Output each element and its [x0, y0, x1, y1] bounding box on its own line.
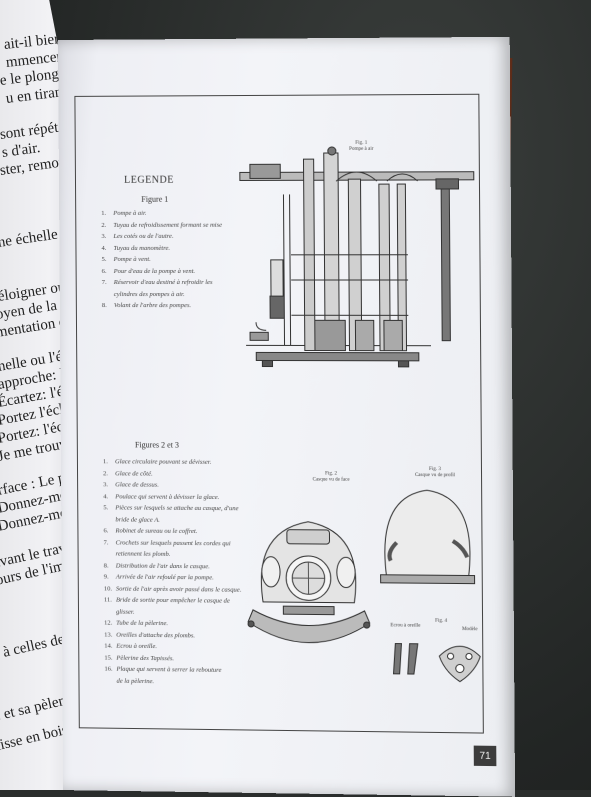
- legend-item-number: 13.: [104, 631, 116, 638]
- legend-item-number: 2.: [103, 470, 115, 477]
- legend-item-number: 1.: [101, 210, 113, 217]
- legend-item-text: Arrivée de l'air refoulé par la pompe.: [116, 574, 214, 582]
- legend-item-text: de la pèlerine.: [117, 677, 155, 684]
- fig4-caption: Ecrou à oreille: [385, 623, 426, 629]
- legend-item-number: 7.: [104, 539, 116, 546]
- legend-item-number: 14.: [104, 643, 116, 650]
- legend-item-text: Sortie de l'air après avoir passé dans l…: [116, 585, 242, 593]
- legend-item-text: Tuyau du manomètre.: [113, 244, 170, 251]
- legend-item-text: Pompe à vent.: [114, 256, 151, 263]
- fig5-caption: Fig. 4: [431, 619, 451, 625]
- legend-item-number: 1.: [103, 458, 115, 465]
- legend-item-text: Ecrou à oreille.: [116, 643, 157, 650]
- legend-item-number: 6.: [102, 267, 114, 274]
- legend-item-text: Oreilles d'attache des plombs.: [116, 631, 195, 639]
- legend-item: 2.Glace de côté.: [103, 470, 274, 483]
- legend-item-text: Pour d'eau de la pompe à vent.: [114, 267, 195, 274]
- legend-item-text: retiennent les plomb.: [116, 550, 171, 557]
- legend-item-number: 9.: [104, 573, 116, 580]
- legend-item-text: Crochets sur lesquels passent les cordes…: [116, 539, 231, 547]
- legend-item-number: 3.: [101, 233, 113, 240]
- figure1-label: Figure 1: [141, 195, 168, 204]
- legend-item-number: 5.: [103, 504, 115, 511]
- model-part-drawing: [434, 636, 486, 687]
- wing-nut-drawing: [387, 638, 428, 679]
- legend-item-number: 8.: [104, 562, 116, 569]
- legend-item-text: bride de glace A.: [115, 516, 160, 523]
- legend-item-text: cylindres des pompes à air.: [114, 291, 185, 298]
- helmet-side-drawing: [376, 482, 479, 594]
- legend-item-text: Pompe à air.: [113, 210, 146, 217]
- legend-item-number: 4.: [103, 493, 115, 500]
- legend-item-text: Pèlerine des Tapissés.: [116, 654, 174, 662]
- legend-item-text: Distribution de l'air dans le casque.: [116, 562, 210, 570]
- legend-item-text: Glace de côté.: [115, 470, 153, 477]
- right-page: LEGENDE Figure 1 1.Pompe à air.2.Tuyau d…: [58, 37, 515, 797]
- legend-item-number: 7.: [102, 279, 114, 286]
- legend-item-number: 6.: [103, 527, 115, 534]
- fig6-caption: Modèle: [454, 627, 485, 633]
- legend-title: LEGENDE: [124, 175, 174, 186]
- legend-item-number: 16.: [104, 666, 116, 673]
- helmet-front-drawing: [242, 511, 375, 653]
- legend-item-text: Pièces sur lesquels se attache au casque…: [115, 504, 238, 512]
- legend-item-number: 5.: [102, 256, 114, 263]
- legend-item-text: Glace de dessus.: [115, 481, 159, 488]
- legend-item-number: 15.: [104, 654, 116, 661]
- legend-item-text: Réservoir d'eau destiné à refroidir les: [114, 279, 213, 286]
- legend-item-text: Volant de l'arbre des pompes.: [114, 302, 191, 309]
- legend-item: de la pèlerine.: [104, 677, 275, 691]
- legend-item-text: Glace circulaire pouvant se dévisser.: [115, 458, 211, 466]
- legend-item: 1.Glace circulaire pouvant se dévisser.: [103, 458, 274, 470]
- legend-item-text: Robinet de sureau ou le coffret.: [115, 527, 197, 535]
- legend-item-text: Tube de la pèlerine.: [116, 620, 168, 628]
- page-number: 71: [474, 746, 497, 767]
- legend-item-number: 8.: [102, 302, 114, 309]
- legend-item-text: Tuyau de refroidissement formant se mise: [113, 221, 222, 228]
- legend-item-text: glisser.: [116, 608, 134, 615]
- legend-item-number: 11.: [104, 596, 116, 603]
- pump-drawing: [235, 138, 481, 381]
- legend-item-number: 2.: [101, 221, 113, 228]
- legend-item-number: 10.: [104, 585, 116, 592]
- legend-item-text: Bride de sortie pour empêcher le casque …: [116, 597, 230, 605]
- legend-item-number: 4.: [101, 244, 113, 251]
- legend-item-number: 12.: [104, 619, 116, 626]
- legend-item-text: Les cotés ou de l'autre.: [113, 233, 173, 240]
- fig2-caption: Fig. 2 Casque vu de face: [301, 471, 362, 483]
- fig3-caption: Fig. 3 Casque vu de profil: [404, 467, 465, 479]
- legend-item-number: 3.: [103, 481, 115, 488]
- legend-item-text: Poulace qui servent à dévisser la glace.: [115, 493, 219, 501]
- figure23-label: Figures 2 et 3: [135, 440, 179, 449]
- legend-item-text: Plaque qui servent à serrer la rebouture: [116, 666, 221, 674]
